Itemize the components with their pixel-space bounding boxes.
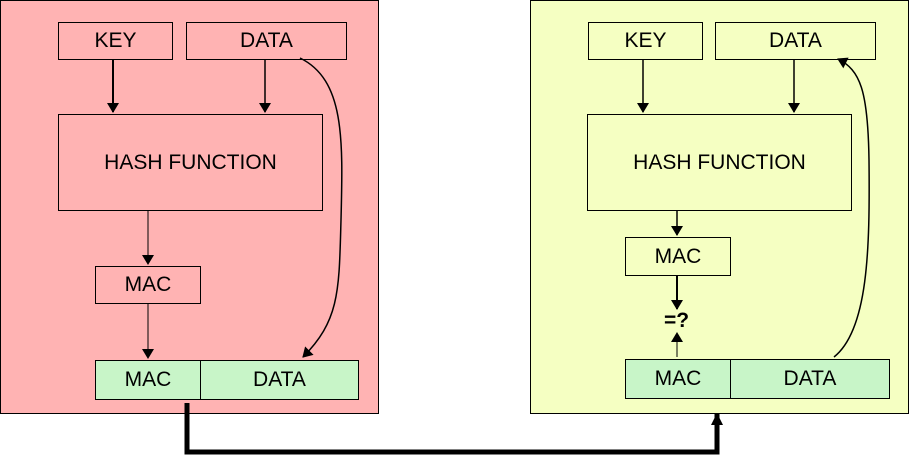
receiver-message-data-to-data-arrow	[833, 57, 870, 358]
sender-message-mac-label: MAC	[124, 368, 172, 391]
sender-data-label: DATA	[240, 29, 293, 52]
sender-hash-function-box: HASH FUNCTION	[58, 114, 323, 211]
sender-message-data-label: DATA	[253, 368, 306, 391]
sender-data-box: DATA	[186, 22, 347, 60]
receiver-hash-label: HASH FUNCTION	[633, 150, 806, 174]
receiver-hash-function-box: HASH FUNCTION	[587, 114, 852, 211]
sender-key-label: KEY	[94, 29, 137, 52]
compare-label: =?	[664, 309, 690, 332]
sender-mac-label: MAC	[124, 273, 172, 296]
receiver-message-mac-label: MAC	[654, 367, 702, 390]
receiver-mac-label: MAC	[654, 244, 702, 268]
receiver-message-data-cell: DATA	[730, 359, 890, 399]
receiver-key-label: KEY	[624, 29, 667, 52]
sender-message-mac-cell: MAC	[95, 360, 201, 400]
transmission-path-arrow	[184, 403, 723, 455]
sender-data-to-message-arrow	[299, 57, 343, 358]
sender-message-data-cell: DATA	[200, 360, 359, 400]
sender-key-box: KEY	[58, 22, 173, 60]
receiver-key-box: KEY	[588, 22, 703, 60]
receiver-message-data-label: DATA	[783, 367, 837, 390]
receiver-panel: KEY DATA HASH FUNCTION MAC =? MAC DATA	[530, 0, 909, 414]
receiver-mac-box: MAC	[625, 237, 731, 276]
receiver-data-box: DATA	[715, 22, 876, 60]
sender-hash-label: HASH FUNCTION	[104, 150, 277, 174]
receiver-message-mac-cell: MAC	[625, 359, 731, 399]
receiver-data-label: DATA	[769, 29, 822, 52]
